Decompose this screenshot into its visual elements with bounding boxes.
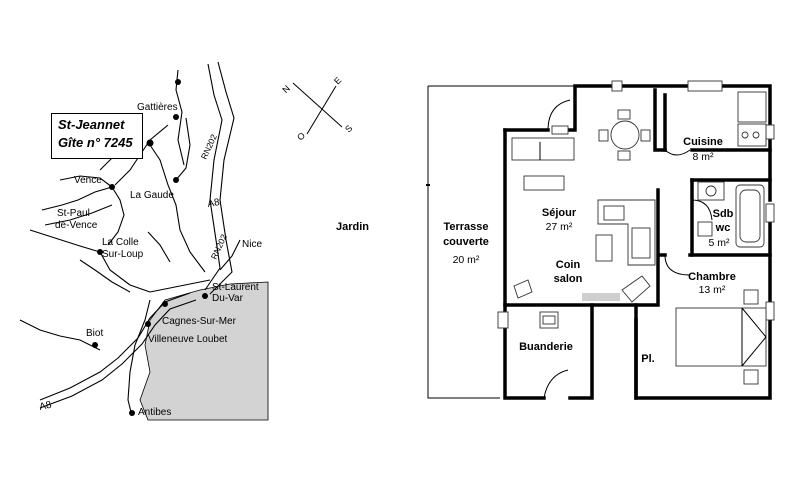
- town-dot-cagnes: [162, 301, 168, 307]
- label-wc: wc: [715, 222, 731, 234]
- label-st-laurent-2: Du-Var: [212, 293, 244, 304]
- gite-number: Gîte n° 7245: [58, 135, 133, 150]
- label-antibes: Antibes: [138, 407, 171, 418]
- compass-rose: N E S O: [280, 75, 354, 142]
- label-la-colle-2: Sur-Loup: [102, 249, 144, 260]
- label-jardin: Jardin: [336, 221, 369, 233]
- label-road-rn202-mid: RN202: [209, 232, 229, 260]
- label-vence: Vence: [74, 175, 102, 186]
- label-terrasse-2: couverte: [443, 236, 489, 248]
- town-dot-la-colle: [97, 249, 103, 255]
- label-la-colle-1: La Colle: [102, 237, 139, 248]
- label-terrasse-area: 20 m²: [453, 254, 480, 266]
- label-la-gaude: La Gaude: [130, 190, 174, 201]
- label-cagnes: Cagnes-Sur-Mer: [162, 316, 237, 327]
- label-gattieres: Gattières: [137, 102, 178, 113]
- label-cuisine: Cuisine: [683, 136, 723, 148]
- town-dot-biot: [92, 342, 98, 348]
- label-chambre: Chambre: [688, 271, 736, 283]
- town-dot-top: [175, 79, 181, 85]
- compass-o: O: [295, 130, 307, 142]
- town-dot-antibes: [129, 410, 135, 416]
- sea-area: [139, 281, 269, 421]
- label-sdb: Sdb: [713, 208, 734, 220]
- compass-e: E: [332, 75, 343, 86]
- label-road-a8-bottom: A8: [38, 400, 53, 413]
- label-st-paul-1: St-Paul: [57, 208, 90, 219]
- walls: [503, 84, 772, 400]
- label-biot: Biot: [86, 328, 103, 339]
- label-cuisine-area: 8 m²: [693, 151, 715, 163]
- town-markers: [92, 79, 208, 416]
- label-st-laurent-1: St-Laurent: [212, 282, 259, 293]
- floor-plan: [426, 80, 775, 400]
- label-buanderie: Buanderie: [519, 341, 573, 353]
- compass-n: N: [280, 83, 292, 95]
- label-coin: Coin: [556, 259, 581, 271]
- town-dot-villeneuve: [145, 321, 151, 327]
- town-dot-gattieres: [173, 114, 179, 120]
- town-dot-st-jeannet: [146, 139, 154, 147]
- label-road-rn202-top: RN202: [199, 132, 219, 160]
- gite-location-box: St-Jeannet Gîte n° 7245: [51, 113, 143, 159]
- label-st-paul-2: de-Vence: [55, 220, 98, 231]
- label-salon: salon: [554, 273, 583, 285]
- label-villeneuve: Villeneuve Loubet: [148, 334, 228, 345]
- town-dot-st-laurent: [202, 293, 208, 299]
- town-dot-la-gaude: [173, 177, 179, 183]
- label-sejour-area: 27 m²: [546, 221, 573, 233]
- label-sejour: Séjour: [542, 207, 577, 219]
- gite-name: St-Jeannet: [58, 117, 125, 132]
- label-sdb-area: 5 m²: [709, 237, 731, 249]
- label-road-a8-top: A8: [207, 197, 221, 210]
- label-chambre-area: 13 m²: [699, 284, 726, 296]
- compass-s: S: [343, 123, 354, 134]
- label-terrasse-1: Terrasse: [443, 221, 488, 233]
- label-nice: Nice: [242, 239, 262, 250]
- town-dot-vence: [109, 184, 115, 190]
- label-pl: Pl.: [641, 353, 654, 365]
